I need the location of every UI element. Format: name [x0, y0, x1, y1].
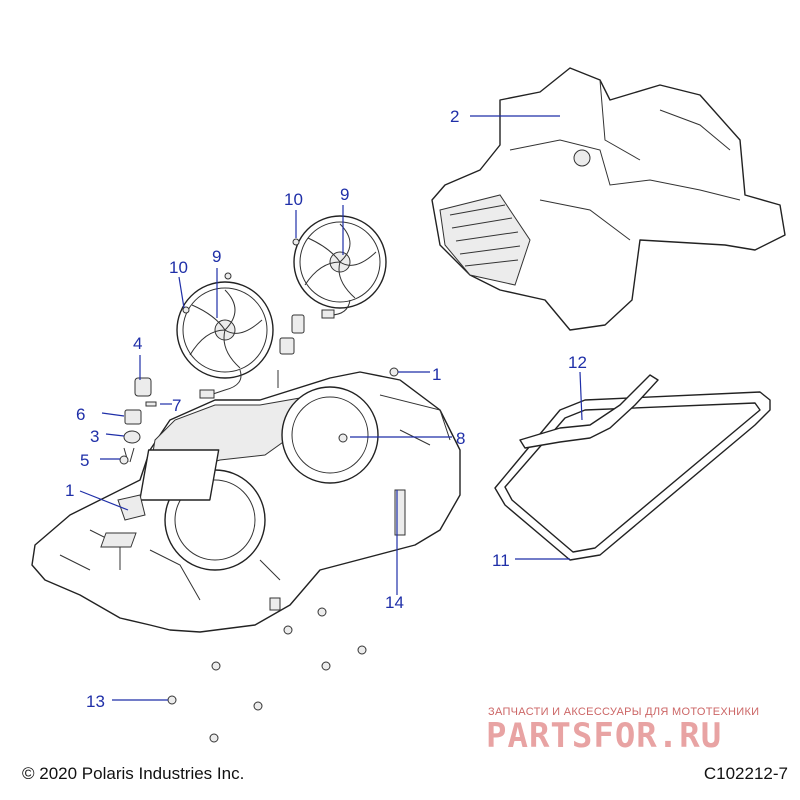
callout-5: 5: [80, 451, 89, 470]
callout-9-left: 9: [212, 247, 221, 266]
cargo-grille: [439, 194, 531, 286]
callout-3: 3: [90, 427, 99, 446]
cargo-seal-frame: [494, 391, 771, 561]
callout-labels: 1 1 2 3 4 5 6 7 8 9 9 10 10 11 12 13 14: [65, 107, 587, 711]
cooling-fan-right: [293, 215, 387, 319]
callout-8: 8: [456, 429, 465, 448]
diagram-code: C102212-7: [703, 764, 788, 783]
callout-1-lower: 1: [65, 481, 74, 500]
watermark-logo: PARTSFOR.RU: [486, 716, 723, 756]
rear-cargo-cover: [431, 67, 786, 331]
callout-4: 4: [133, 334, 142, 353]
callout-12: 12: [568, 353, 587, 372]
screw-set: [167, 607, 367, 743]
callout-2: 2: [450, 107, 459, 126]
seal-strip: [519, 374, 659, 449]
callout-1-upper: 1: [432, 365, 441, 384]
callout-13: 13: [86, 692, 105, 711]
callout-14: 14: [385, 593, 404, 612]
callout-10-left: 10: [169, 258, 188, 277]
copyright-notice: © 2020 Polaris Industries Inc.: [22, 764, 245, 783]
cooling-fan-left: [176, 281, 274, 399]
callout-7: 7: [172, 396, 181, 415]
callout-11: 11: [492, 551, 510, 570]
watermark-tagline: ЗАПЧАСТИ И АКСЕССУАРЫ ДЛЯ МОТОТЕХНИКИ: [488, 706, 760, 718]
callout-6: 6: [76, 405, 85, 424]
callout-10-right: 10: [284, 190, 303, 209]
leader-lines: [79, 115, 583, 701]
callout-9-right: 9: [340, 185, 349, 204]
fan-mount-hardware: [117, 238, 399, 521]
